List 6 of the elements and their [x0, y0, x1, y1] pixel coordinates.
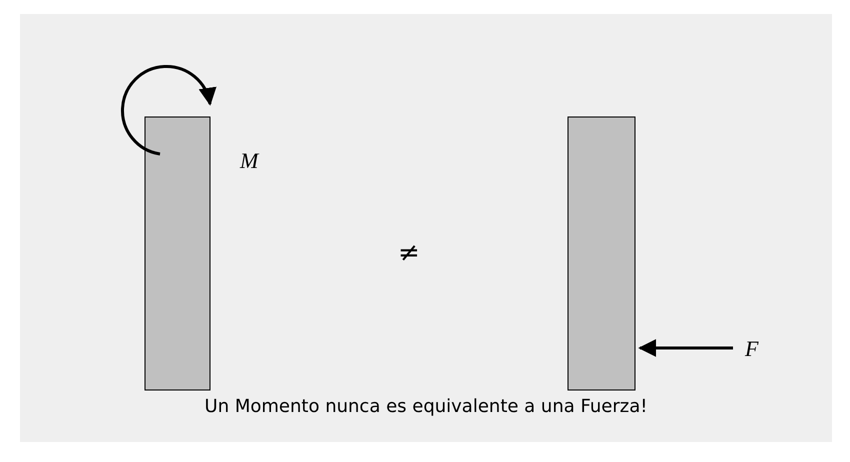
- beam-bar: [568, 116, 636, 390]
- not-equal-sign: ≠: [398, 240, 420, 266]
- beam-bar: [144, 116, 210, 390]
- moment-label: M: [240, 150, 258, 172]
- force-label: F: [745, 338, 758, 360]
- caption: Un Momento nunca es equivalente a una Fuerza!: [204, 396, 648, 417]
